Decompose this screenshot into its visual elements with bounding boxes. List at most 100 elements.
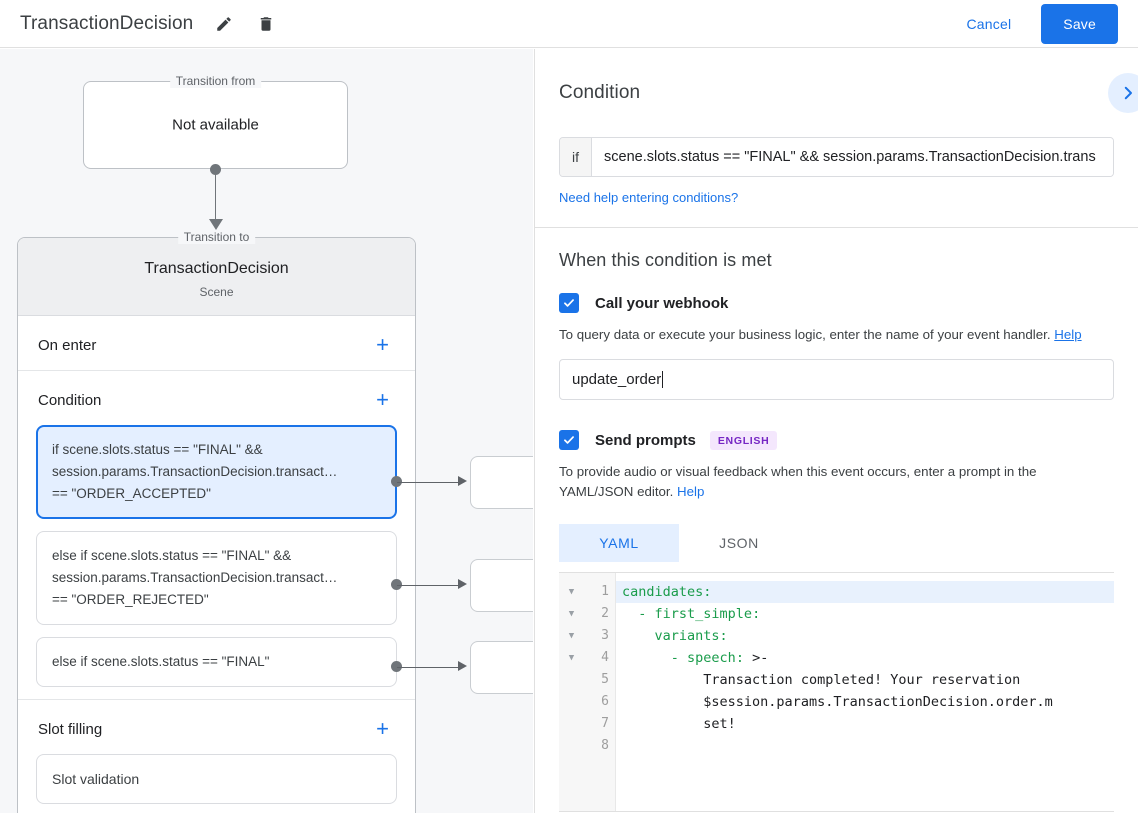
section-title-slot-filling: Slot filling xyxy=(38,720,103,738)
code-line[interactable]: - first_simple: xyxy=(638,606,761,622)
edge-dot-1 xyxy=(391,476,402,487)
edge-arrow-icon-3 xyxy=(458,661,467,671)
condition-line-2: session.params.TransactionDecision.trans… xyxy=(52,464,338,479)
code-line[interactable]: Transaction completed! Your reservation xyxy=(703,672,1021,688)
condition-list-item-1[interactable]: if scene.slots.status == "FINAL" && sess… xyxy=(36,425,397,519)
fold-caret-icon[interactable]: ▼ xyxy=(568,653,575,663)
cancel-button[interactable]: Cancel xyxy=(951,7,1028,41)
checkmark-icon xyxy=(564,299,574,307)
fold-spacer xyxy=(559,691,584,713)
code-line[interactable]: - speech: >- xyxy=(670,650,769,666)
condition-line-1: else if scene.slots.status == "FINAL" xyxy=(52,654,270,669)
edge-arrow-icon-2 xyxy=(458,579,467,589)
line-number: 7 xyxy=(601,716,609,731)
send-prompts-checkbox[interactable] xyxy=(559,430,579,450)
line-number: 1 xyxy=(601,584,609,599)
expand-panel-button[interactable] xyxy=(1108,73,1138,113)
fold-caret-icon[interactable]: ▼ xyxy=(568,587,575,597)
scene-card: Transition to TransactionDecision Scene … xyxy=(17,230,416,813)
line-number: 2 xyxy=(601,606,609,621)
section-slot-filling: Slot filling + Slot validation xyxy=(18,700,415,804)
webhook-handler-input[interactable] xyxy=(559,359,1114,400)
send-prompts-row: Send prompts ENGLISH xyxy=(559,430,1114,450)
webhook-helper-text: To query data or execute your business l… xyxy=(559,325,1114,345)
edge-dot-2 xyxy=(391,579,402,590)
section-condition: Condition + if scene.slots.status == "FI… xyxy=(18,371,415,700)
add-on-enter-button[interactable]: + xyxy=(372,334,393,356)
delete-button[interactable] xyxy=(251,9,281,39)
prompts-help-link[interactable]: Help xyxy=(677,484,705,499)
editor-fold-gutter[interactable]: ▼ ▼ ▼ ▼ xyxy=(559,573,584,811)
line-number: 4 xyxy=(601,650,609,665)
code-line[interactable]: variants: xyxy=(654,628,728,644)
pencil-icon xyxy=(217,16,232,31)
code-line[interactable]: $session.params.TransactionDecision.orde… xyxy=(703,694,1053,710)
scene-name: TransactionDecision xyxy=(144,260,289,277)
call-webhook-label: Call your webhook xyxy=(595,294,729,312)
transition-from-box: Transition from Not available xyxy=(83,74,348,169)
code-line[interactable]: candidates: xyxy=(616,581,1114,603)
scene-graph-pane: Transition from Not available Transition… xyxy=(0,49,533,813)
condition-list-item-3[interactable]: else if scene.slots.status == "FINAL" xyxy=(36,637,397,687)
condition-details-pane: Condition if Need help entering conditio… xyxy=(534,49,1138,813)
app-header: TransactionDecision Cancel Save xyxy=(0,0,1138,48)
section-on-enter: On enter + xyxy=(18,316,415,371)
tab-json[interactable]: JSON xyxy=(679,524,799,562)
fold-spacer xyxy=(559,669,584,691)
code-line[interactable] xyxy=(616,735,1114,757)
fold-caret-icon[interactable]: ▼ xyxy=(568,631,575,641)
condition-line-3: == "ORDER_ACCEPTED" xyxy=(52,486,211,501)
send-prompts-block: Send prompts ENGLISH To provide audio or… xyxy=(559,430,1114,812)
fold-caret-icon[interactable]: ▼ xyxy=(568,609,575,619)
handler-card-1[interactable] xyxy=(470,456,533,509)
code-line[interactable]: set! xyxy=(703,716,736,732)
transition-from-legend: Transition from xyxy=(169,74,262,88)
edit-name-button[interactable] xyxy=(209,9,239,39)
condition-line-1: if scene.slots.status == "FINAL" && xyxy=(52,442,263,457)
when-condition-met-section: When this condition is met Call your web… xyxy=(535,228,1138,812)
when-condition-met-title: When this condition is met xyxy=(559,250,772,270)
send-prompts-label: Send prompts xyxy=(595,431,696,449)
text-cursor xyxy=(662,371,664,388)
condition-list-item-2[interactable]: else if scene.slots.status == "FINAL" &&… xyxy=(36,531,397,625)
checkmark-icon xyxy=(564,436,574,444)
fold-spacer xyxy=(559,713,584,735)
page-title: TransactionDecision xyxy=(20,12,194,34)
tab-yaml[interactable]: YAML xyxy=(559,524,679,562)
add-condition-button[interactable]: + xyxy=(372,389,393,411)
transition-to-legend: Transition to xyxy=(177,230,256,244)
handler-card-3[interactable] xyxy=(470,641,533,694)
condition-input[interactable] xyxy=(592,138,1113,176)
scene-type-label: Scene xyxy=(199,285,234,299)
editor-line-numbers: 1 2 3 4 5 6 7 8 xyxy=(584,573,616,811)
webhook-help-link[interactable]: Help xyxy=(1054,327,1082,342)
section-title-condition: Condition xyxy=(38,391,102,409)
editor-format-tabs: YAML JSON xyxy=(559,524,1114,562)
save-button[interactable]: Save xyxy=(1041,3,1118,44)
connector-line xyxy=(215,169,216,225)
edge-line-2 xyxy=(397,585,460,586)
line-number: 3 xyxy=(601,628,609,643)
connector-arrow-icon xyxy=(209,219,223,230)
call-webhook-checkbox[interactable] xyxy=(559,293,579,313)
webhook-row: Call your webhook xyxy=(559,293,1114,313)
scene-card-header: TransactionDecision Scene xyxy=(18,238,415,316)
line-number: 6 xyxy=(601,694,609,709)
yaml-code-editor[interactable]: ▼ ▼ ▼ ▼ 1 2 3 4 5 6 7 8 candidates: - first_simple… xyxy=(559,572,1114,812)
condition-editor-section: Condition if Need help entering conditio… xyxy=(535,49,1138,228)
prompts-helper-prefix: To provide audio or visual feedback when… xyxy=(559,464,1037,499)
transition-from-value: Not available xyxy=(172,116,259,134)
add-slot-filling-button[interactable]: + xyxy=(372,718,393,740)
line-number: 8 xyxy=(601,738,609,753)
chevron-right-icon xyxy=(1124,86,1132,100)
condition-help-link[interactable]: Need help entering conditions? xyxy=(559,190,739,205)
handler-card-2[interactable] xyxy=(470,559,533,612)
edge-line-3 xyxy=(397,667,460,668)
editor-code-area[interactable]: candidates: - first_simple: variants: - … xyxy=(616,573,1114,811)
header-actions: Cancel Save xyxy=(951,3,1138,44)
line-number: 5 xyxy=(601,672,609,687)
slot-validation-item[interactable]: Slot validation xyxy=(36,754,397,804)
section-title-on-enter: On enter xyxy=(38,336,97,354)
edge-arrow-icon-1 xyxy=(458,476,467,486)
edge-dot-3 xyxy=(391,661,402,672)
